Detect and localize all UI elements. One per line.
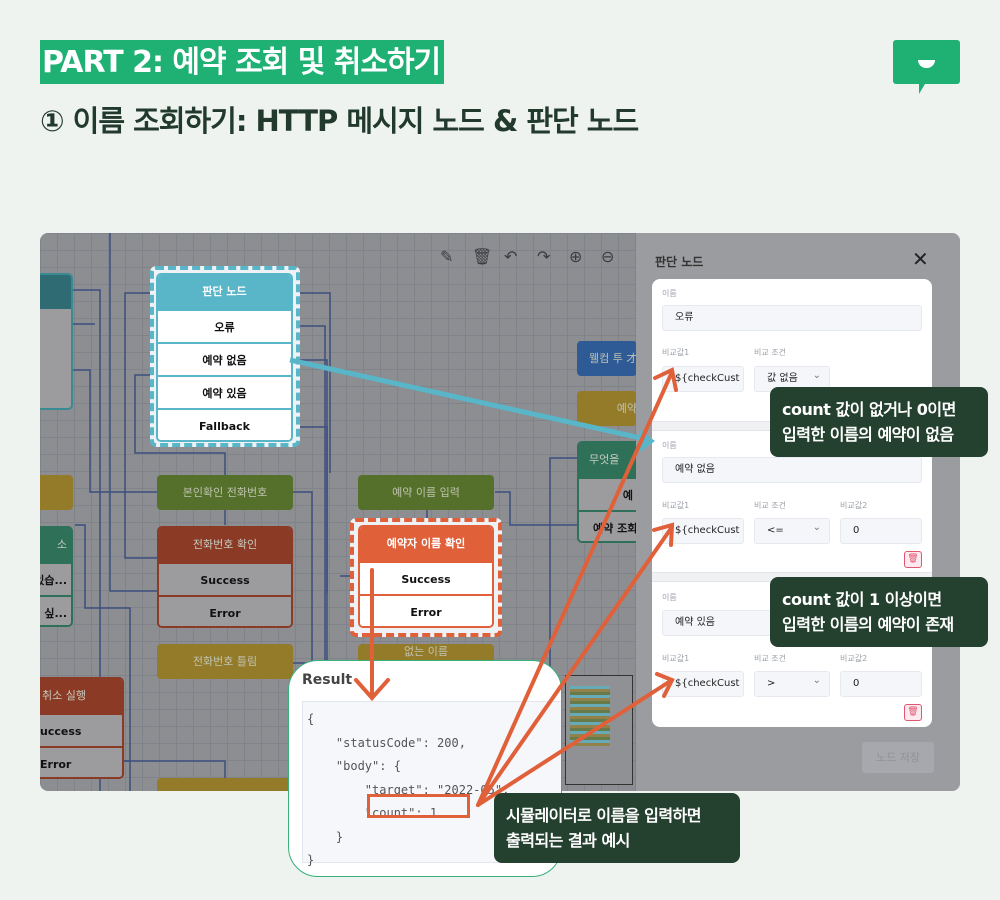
pencil-icon[interactable]: ✎ bbox=[440, 247, 454, 266]
condition-name-input[interactable]: 예약 없음 bbox=[662, 457, 922, 483]
decision-row[interactable]: 예약 있음 bbox=[158, 375, 291, 408]
undo-icon[interactable]: ↶ bbox=[504, 247, 518, 266]
left-partial-node[interactable]: 소 있습... 싶... bbox=[40, 526, 73, 627]
step-title: ① 이름 조회하기: HTTP 메시지 노드 & 판단 노드 bbox=[40, 104, 639, 138]
save-node-button[interactable]: 노드 저장 bbox=[862, 742, 934, 773]
delete-condition-icon[interactable]: 🗑 bbox=[904, 704, 922, 721]
condition-name-input[interactable]: 오류 bbox=[662, 305, 922, 331]
phone-verify-node[interactable]: 본인확인 전화번호 bbox=[157, 475, 293, 510]
decision-node[interactable]: 판단 노드 오류 예약 없음 예약 있음 Fallback bbox=[156, 273, 293, 442]
yellow-node-partial[interactable] bbox=[40, 475, 73, 510]
delete-condition-icon[interactable]: 🗑 bbox=[904, 551, 922, 568]
name-input-node[interactable]: 예약 이름 입력 bbox=[358, 475, 494, 510]
compare-value1-input[interactable]: ${checkCust bbox=[662, 366, 744, 392]
close-icon[interactable]: ✕ bbox=[912, 247, 929, 271]
decision-row[interactable]: Fallback bbox=[158, 408, 291, 440]
zoom-in-icon[interactable]: ⊕ bbox=[569, 247, 583, 266]
trash-icon[interactable]: 🗑 bbox=[472, 247, 493, 266]
cancel-exec-node[interactable]: 취소 실행 uccess Error bbox=[40, 677, 124, 779]
zoom-out-icon[interactable]: ⊖ bbox=[601, 247, 615, 266]
teal-node-partial[interactable] bbox=[40, 273, 73, 410]
compare-value2-input[interactable]: 0 bbox=[840, 671, 922, 697]
name-check-node[interactable]: 예약자 이름 확인 Success Error bbox=[358, 525, 494, 628]
reserve-yellow-node[interactable]: 예약 bbox=[577, 391, 637, 426]
conditions-card: 이름 오류 비교값1 비교 조건 ${checkCust 값 없음 이름 예약 … bbox=[652, 279, 932, 727]
yellow-node-bottom[interactable] bbox=[157, 778, 293, 791]
compare-condition-select[interactable]: > bbox=[754, 671, 830, 697]
count-highlight-box bbox=[367, 794, 470, 818]
part-title: PART 2: 예약 조회 및 취소하기 bbox=[40, 40, 445, 84]
compare-value2-input[interactable]: 0 bbox=[840, 518, 922, 544]
compare-value1-input[interactable]: ${checkCust bbox=[662, 518, 744, 544]
decision-row[interactable]: 예약 없음 bbox=[158, 342, 291, 375]
phone-check-node[interactable]: 전화번호 확인 Success Error bbox=[157, 526, 293, 628]
result-title: Result bbox=[302, 672, 353, 688]
compare-condition-select[interactable]: <= bbox=[754, 518, 830, 544]
chat-logo-icon bbox=[893, 40, 960, 94]
minimap[interactable] bbox=[565, 675, 633, 785]
phone-wrong-node[interactable]: 전화번호 틀림 bbox=[157, 644, 293, 679]
panel-title: 판단 노드 bbox=[655, 255, 704, 269]
compare-value1-input[interactable]: ${checkCust bbox=[662, 671, 744, 697]
welcome-node[interactable]: 웰컴 투 才 bbox=[577, 341, 637, 376]
decision-row[interactable]: 오류 bbox=[158, 309, 291, 342]
redo-icon[interactable]: ↷ bbox=[537, 247, 551, 266]
